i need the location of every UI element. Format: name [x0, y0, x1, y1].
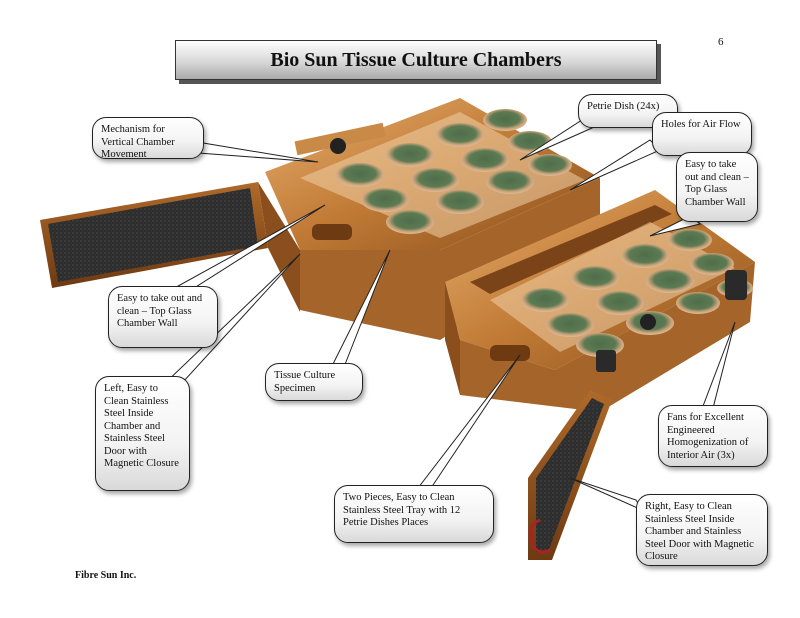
callout-right-door: Right, Easy to Clean Stainless Steel Ins… [636, 494, 768, 566]
callout-fans: Fans for Excellent Engineered Homogeniza… [658, 405, 768, 467]
callout-tray: Two Pieces, Easy to Clean Stainless Stee… [334, 485, 494, 543]
right-chamber-side [460, 262, 755, 412]
callout-air-holes: Holes for Air Flow [652, 112, 752, 156]
right-chamber [445, 190, 755, 560]
page-number: 6 [718, 36, 724, 48]
page-title: Bio Sun Tissue Culture Chambers [270, 48, 562, 71]
left-tray-handle [312, 224, 352, 240]
left-chamber-front [258, 182, 300, 312]
right-door-panel [536, 398, 604, 552]
callout-top-glass-right: Easy to take out and clean – Top Glass C… [676, 152, 758, 222]
callout-top-glass-left: Easy to take out and clean – Top Glass C… [108, 286, 218, 348]
left-dishes [336, 109, 572, 234]
air-holes-strip [470, 205, 672, 294]
right-chamber-front [445, 282, 460, 395]
callout-mechanism: Mechanism for Vertical Chamber Movement [92, 117, 204, 160]
right-tray-handle [490, 345, 530, 361]
callout-tissue-specimen: Tissue Culture Specimen [265, 363, 363, 401]
title-banner: Bio Sun Tissue Culture Chambers [175, 40, 657, 80]
door-handle [529, 518, 551, 554]
fan-unit [725, 270, 747, 300]
fan-unit [596, 350, 616, 372]
callout-left-door: Left, Easy to Clean Stainless Steel Insi… [95, 376, 190, 491]
left-chamber-side [300, 178, 600, 340]
mechanism-knob [330, 138, 346, 154]
footer-company: Fibre Sun Inc. [75, 570, 137, 581]
right-mechanism-knob [640, 314, 656, 330]
left-door-panel [48, 188, 258, 282]
left-chamber [40, 98, 600, 340]
